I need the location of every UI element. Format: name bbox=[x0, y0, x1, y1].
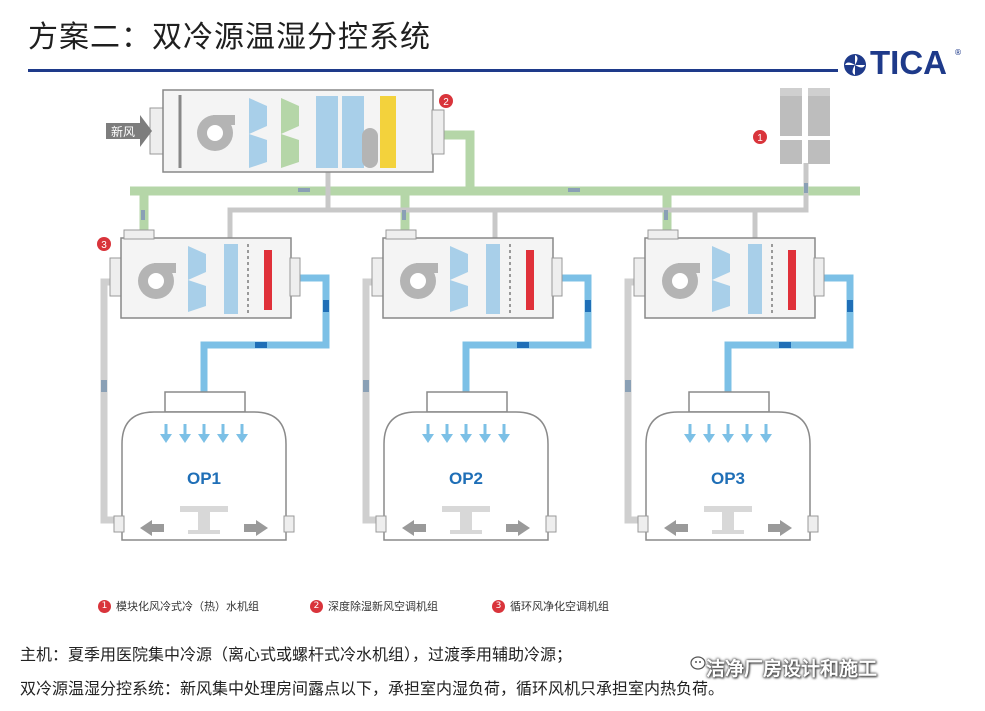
return-air-arrow bbox=[768, 520, 792, 536]
return-air-arrow bbox=[402, 520, 426, 536]
logo-text: TICA bbox=[870, 44, 947, 81]
zone-3: OP3 bbox=[624, 229, 854, 541]
hvac-diagram: 新风 1 2 3 OP1 OP2 OP3 bbox=[97, 88, 860, 541]
legend-text: 模块化风冷式冷（热）水机组 bbox=[116, 600, 259, 613]
legend-item-2: 2 深度除湿新风空调机组 bbox=[310, 598, 438, 614]
room-label: OP3 bbox=[711, 469, 745, 488]
note-host: 主机：夏季用医院集中冷源（离心式或螺杆式冷水机组），过渡季用辅助冷源； bbox=[20, 645, 573, 664]
brand-logo: TICA ® bbox=[842, 44, 962, 84]
note-system: 双冷源温湿分控系统：新风集中处理房间露点以下，承担室内湿负荷，循环风机只承担室内… bbox=[20, 679, 725, 698]
recirculation-unit bbox=[109, 229, 301, 319]
operating-room: OP3 bbox=[637, 391, 819, 541]
legend-number: 3 bbox=[492, 599, 505, 613]
svg-text:3: 3 bbox=[101, 240, 107, 251]
return-air-arrow bbox=[244, 520, 268, 536]
operating-room: OP2 bbox=[375, 391, 557, 541]
watermark: 洁净厂房设计和施工 bbox=[706, 658, 878, 680]
page-title: 方案二：双冷源温湿分控系统 bbox=[28, 20, 431, 55]
recirculation-unit bbox=[633, 229, 825, 319]
legend-item-3: 3 循环风净化空调机组 bbox=[492, 598, 609, 614]
room-label: OP1 bbox=[187, 469, 221, 488]
return-air-arrow bbox=[140, 520, 164, 536]
chilled-water-pipes bbox=[227, 163, 809, 238]
recirculation-unit bbox=[371, 229, 563, 319]
zone-2: OP2 bbox=[362, 229, 592, 541]
fresh-air-label: 新风 bbox=[111, 124, 135, 139]
legend-number: 2 bbox=[310, 599, 323, 613]
zone-1: OP1 bbox=[100, 229, 330, 541]
fresh-air-arrow: 新风 bbox=[106, 115, 152, 147]
logo-registered-mark: ® bbox=[954, 48, 962, 57]
fresh-air-unit bbox=[149, 89, 445, 173]
svg-text:1: 1 bbox=[757, 133, 763, 144]
legend-item-1: 1 模块化风冷式冷（热）水机组 bbox=[98, 598, 259, 614]
logo-fan-icon bbox=[844, 54, 866, 76]
operating-room: OP1 bbox=[113, 391, 295, 541]
pipe-flow-markers bbox=[141, 183, 808, 220]
wechat-icon bbox=[690, 656, 706, 670]
room-label: OP2 bbox=[449, 469, 483, 488]
marker-2: 2 bbox=[439, 94, 453, 108]
return-air-arrow bbox=[506, 520, 530, 536]
legend-text: 循环风净化空调机组 bbox=[510, 600, 609, 613]
svg-text:2: 2 bbox=[443, 97, 449, 108]
legend-number: 1 bbox=[98, 599, 111, 613]
return-air-arrow bbox=[664, 520, 688, 536]
air-cooled-chiller bbox=[780, 88, 830, 164]
marker-3: 3 bbox=[97, 237, 111, 251]
marker-1: 1 bbox=[753, 130, 767, 144]
legend-text: 深度除湿新风空调机组 bbox=[328, 600, 438, 613]
title-divider bbox=[28, 69, 838, 72]
